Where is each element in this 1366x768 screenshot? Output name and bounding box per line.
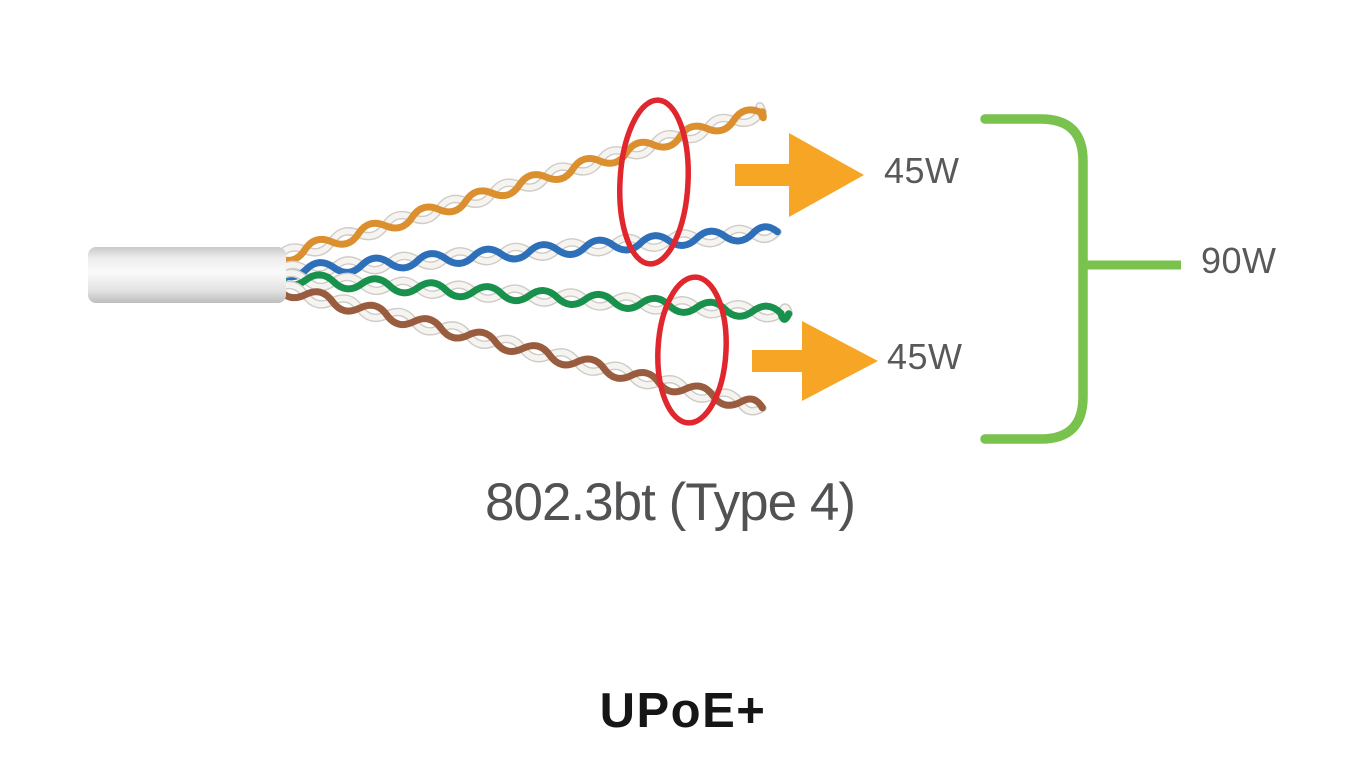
arrow-right-icon-bottom	[752, 321, 878, 401]
twisted-pairs-layer	[273, 102, 794, 416]
cable-jacket	[88, 247, 286, 303]
total-power-label: 90W	[1201, 240, 1277, 281]
power-label-top: 45W	[884, 150, 960, 191]
diagram-title: UPoE+	[599, 684, 767, 738]
twisted-pair-orange	[273, 102, 767, 264]
highlight-ellipse-top	[617, 97, 691, 267]
standard-caption: 802.3bt (Type 4)	[485, 473, 856, 532]
highlight-ellipse-bottom	[655, 274, 729, 426]
twisted-pair-brown	[273, 280, 767, 416]
twisted-pair-blue	[273, 223, 782, 281]
power-label-bottom: 45W	[887, 336, 963, 377]
brace-bracket	[980, 114, 1088, 444]
arrow-right-icon-top	[735, 133, 864, 217]
